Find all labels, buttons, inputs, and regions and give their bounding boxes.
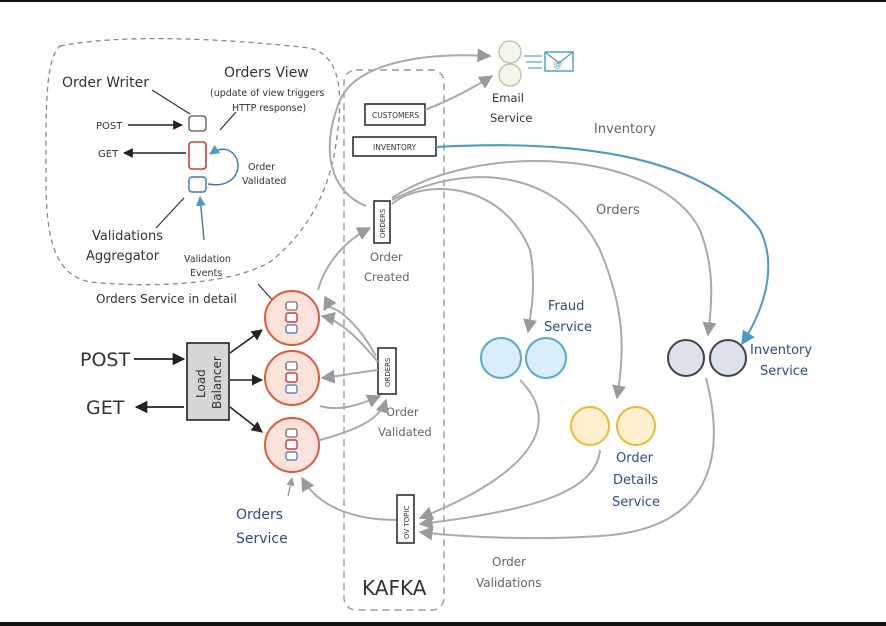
orders-service-instance-1 — [264, 290, 320, 346]
email-service-label-1: Email — [492, 91, 524, 105]
orders-to-inventory-service-arrow — [391, 160, 717, 337]
fraud-service-label-2: Service — [544, 320, 592, 335]
order-validated-loop — [207, 145, 239, 186]
kafka-order-validated-1: Order — [386, 405, 419, 419]
validations-aggregator-2: Aggregator — [86, 249, 160, 264]
orders-view-label: Orders View — [224, 65, 309, 81]
lb-to-instance1-arrow — [229, 329, 263, 354]
detail-order-validated-1: Order — [248, 162, 275, 173]
order-details-node-2 — [616, 406, 656, 446]
inventory-service-label-2: Service — [760, 364, 808, 379]
validation-events-1: Validation — [184, 254, 231, 265]
orders-to-order-details-arrow — [391, 176, 626, 400]
inventory-flow-arrow — [435, 144, 770, 346]
orders-service-to-orders-topic — [317, 227, 372, 291]
load-balancer-label-2: Balancer — [210, 356, 224, 409]
inventory-topic-label: INVENTORY — [373, 143, 417, 152]
validation-events-arrow — [195, 196, 206, 241]
kafka-label: KAFKA — [362, 576, 427, 600]
orders-service-label-1: Orders — [236, 507, 283, 523]
orders-to-fraud-arrow — [391, 188, 537, 334]
orders-view-pointer — [219, 111, 237, 131]
bottom-border — [0, 622, 886, 626]
customers-topic-label: CUSTOMERS — [372, 111, 419, 120]
orders-topic-to-instance1-arrow — [320, 311, 379, 363]
fraud-service-node-2 — [525, 337, 567, 379]
validations-aggregator-1: Validations — [92, 229, 163, 244]
detail-get-label: GET — [98, 149, 119, 160]
instance1-from-orders-topic-arrow — [323, 295, 377, 357]
email-service-label-2: Service — [490, 111, 533, 125]
top-border — [0, 0, 886, 2]
inventory-service-to-ov-arrow — [418, 377, 715, 541]
order-writer-pointer — [151, 89, 191, 115]
orders-to-email-arrow — [328, 48, 492, 207]
orders-topic-mid-label: ORDERS — [384, 357, 392, 387]
load-balancer-box — [186, 342, 230, 421]
client-post-label: POST — [80, 349, 130, 371]
orders-service-label-2: Service — [236, 531, 288, 547]
customers-topic — [364, 103, 426, 126]
lb-to-instance3-arrow — [229, 406, 263, 433]
kafka-container — [343, 69, 445, 611]
ov-to-orders-service-arrow — [301, 476, 397, 521]
order-validations-label-2: Validations — [476, 576, 542, 590]
detail-bubble — [45, 37, 341, 286]
instance2-to-orders-topic-arrow — [319, 394, 382, 410]
client-get-label: GET — [86, 397, 125, 419]
svg-text:@: @ — [553, 60, 562, 70]
envelope-icon: @ — [544, 51, 574, 72]
order-created-2: Created — [364, 270, 410, 284]
orders-service-label-pointer — [286, 477, 295, 497]
order-writer-box — [188, 115, 207, 132]
fraud-service-node-1 — [480, 337, 522, 379]
order-details-label-3: Service — [612, 495, 660, 510]
validation-events-2: Events — [190, 268, 222, 279]
instance3-to-orders-topic-arrow — [319, 398, 390, 441]
customers-to-email-arrow — [424, 75, 494, 111]
order-details-label-2: Details — [613, 473, 658, 488]
orders-topic-to-instance2-arrow — [320, 369, 379, 384]
update-note-line2: HTTP response) — [232, 103, 306, 114]
inventory-service-node-2 — [709, 339, 747, 377]
orders-view-box — [188, 141, 207, 170]
inventory-flow-label: Inventory — [594, 122, 656, 137]
detail-order-validated-2: Validated — [242, 176, 286, 187]
kafka-order-validated-2: Validated — [378, 425, 432, 439]
fraud-to-ov-arrow — [418, 379, 540, 520]
update-note-line1: (update of view triggers — [210, 88, 324, 99]
order-details-node-1 — [570, 406, 610, 446]
inventory-service-label-1: Inventory — [750, 343, 812, 358]
order-details-to-ov-arrow — [418, 449, 601, 530]
inventory-service-node-1 — [667, 339, 705, 377]
detail-caption: Orders Service in detail — [96, 292, 237, 306]
validations-aggregator-box — [188, 176, 207, 193]
aggregator-pointer — [155, 197, 185, 229]
detail-post-label: POST — [96, 121, 123, 132]
order-created-1: Order — [370, 250, 403, 264]
orders-flow-label: Orders — [596, 203, 640, 218]
order-validations-label-1: Order — [492, 555, 526, 569]
fraud-service-label-1: Fraud — [548, 299, 584, 314]
orders-topic-top-label: ORDERS — [379, 208, 387, 238]
email-service-node-1 — [498, 40, 522, 64]
load-balancer-label-1: Load — [194, 369, 208, 398]
ov-topic — [396, 494, 415, 544]
order-details-label-1: Order — [616, 451, 654, 466]
orders-topic-top — [373, 200, 391, 244]
orders-service-instance-2 — [264, 350, 320, 406]
orders-service-instance-3 — [264, 417, 320, 473]
ov-topic-label: OV TOPIC — [403, 506, 411, 539]
email-service-node-2 — [498, 63, 522, 87]
order-writer-label: Order Writer — [62, 75, 149, 91]
